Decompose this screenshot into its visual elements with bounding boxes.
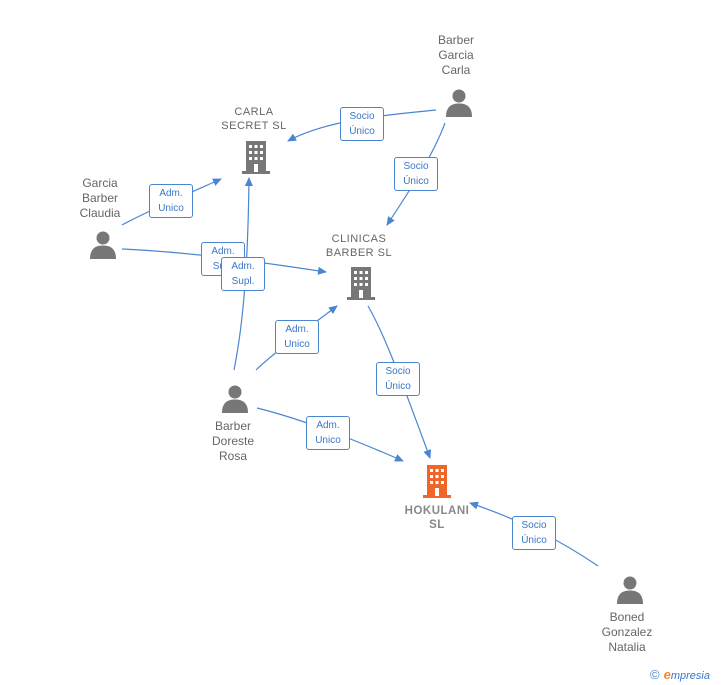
edge-label-socio-unico[interactable]: Socio Único xyxy=(512,516,556,550)
node-label-barber-garcia-carla[interactable]: Barber Garcia Carla xyxy=(437,33,475,77)
building-icon[interactable] xyxy=(344,265,378,301)
building-icon[interactable] xyxy=(239,139,273,175)
node-label-barber-doreste-rosa[interactable]: Barber Doreste Rosa xyxy=(211,419,255,463)
edge-label-adm-unico[interactable]: Adm. Unico xyxy=(149,184,193,218)
node-label-carla-secret[interactable]: CARLA SECRET SL xyxy=(221,106,287,132)
edge-label-adm-supl[interactable]: Adm. Supl. xyxy=(221,257,265,291)
person-icon[interactable] xyxy=(88,230,118,260)
node-label-clinicas-barber[interactable]: CLINICAS BARBER SL xyxy=(325,233,393,259)
node-label-hokulani[interactable]: HOKULANI SL xyxy=(404,505,470,531)
edge-label-adm-unico[interactable]: Adm. Unico xyxy=(306,416,350,450)
building-icon[interactable] xyxy=(420,463,454,499)
person-icon[interactable] xyxy=(220,384,250,414)
copyright-icon: © xyxy=(650,666,660,682)
person-icon[interactable] xyxy=(444,88,474,118)
edge-label-adm-unico[interactable]: Adm. Unico xyxy=(275,320,319,354)
brand-logo: © empresia xyxy=(650,665,710,683)
brand-wordmark: empresia xyxy=(663,666,710,682)
edge-label-socio-unico[interactable]: Socio Único xyxy=(340,107,384,141)
edge-label-socio-unico[interactable]: Socio Único xyxy=(376,362,420,396)
edge-label-socio-unico[interactable]: Socio Único xyxy=(394,157,438,191)
node-label-garcia-barber-claudia[interactable]: Garcia Barber Claudia xyxy=(79,176,121,220)
person-icon[interactable] xyxy=(615,575,645,605)
node-label-boned-gonzalez-natalia[interactable]: Boned Gonzalez Natalia xyxy=(601,610,653,654)
